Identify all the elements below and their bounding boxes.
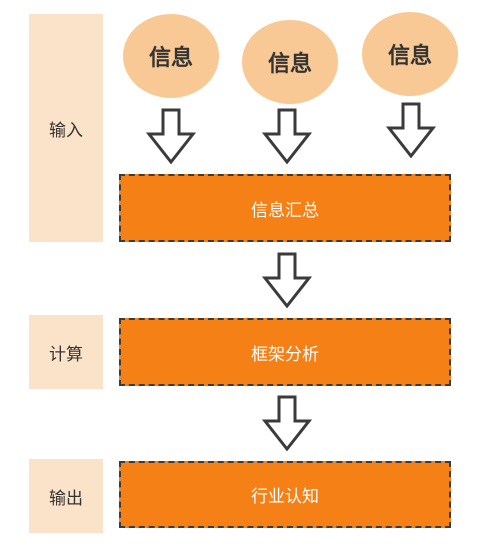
down-arrow-icon	[262, 395, 312, 451]
step-industry-insight: 行业认知	[119, 461, 451, 528]
step-info-summary: 信息汇总	[119, 174, 451, 242]
down-arrow-icon	[262, 252, 312, 308]
down-arrow-icon	[146, 108, 196, 164]
stage-label-output: 输出	[29, 459, 103, 533]
step-framework-analysis: 框架分析	[119, 318, 451, 386]
stage-label-compute: 计算	[29, 315, 103, 389]
info-bubble-2: 信息	[242, 20, 338, 104]
stage-label-input: 输入	[29, 14, 103, 242]
info-bubble-1: 信息	[123, 14, 219, 98]
down-arrow-icon	[262, 108, 312, 164]
info-bubble-3: 信息	[362, 12, 458, 96]
down-arrow-icon	[386, 102, 436, 158]
